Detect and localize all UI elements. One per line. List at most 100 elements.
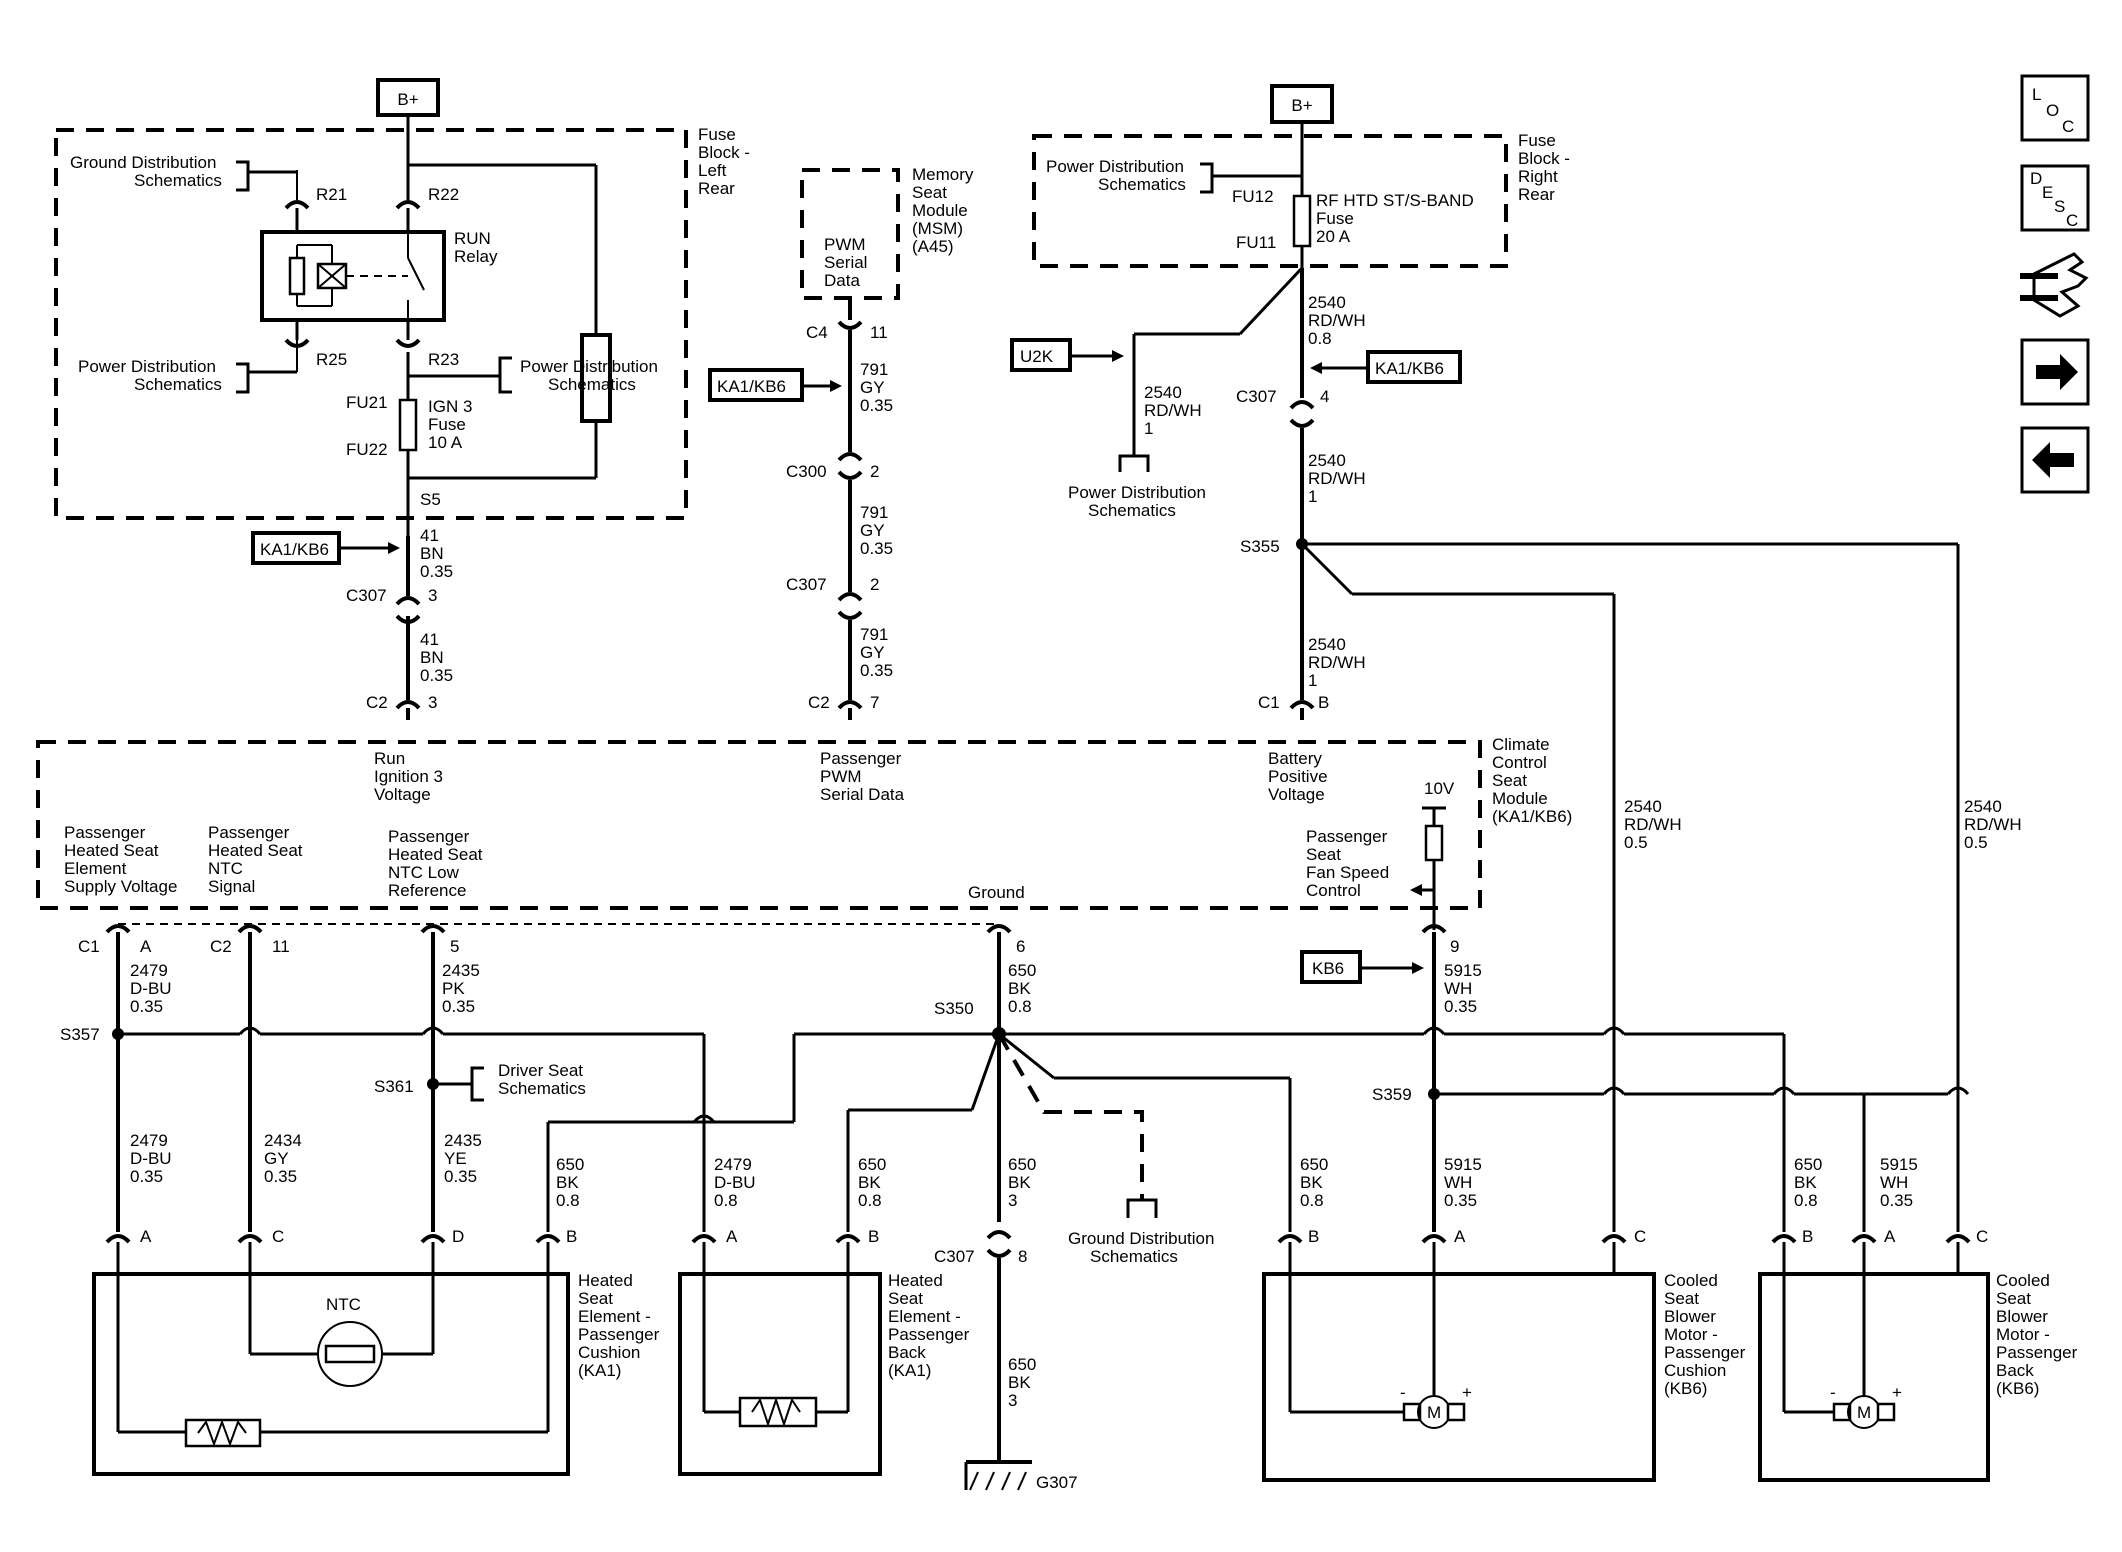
wire-2540-rdwh: U2K 2540 RD/WH 1 Power Distribution Sche… (1010, 266, 2022, 1232)
svg-text:BK: BK (1008, 1173, 1031, 1192)
svg-text:Module: Module (1492, 789, 1548, 808)
svg-text:3: 3 (428, 586, 437, 605)
svg-text:C2: C2 (366, 693, 388, 712)
svg-text:RD/WH: RD/WH (1624, 815, 1682, 834)
svg-text:2435: 2435 (444, 1131, 482, 1150)
svg-text:0.35: 0.35 (420, 562, 453, 581)
svg-text:C307: C307 (934, 1247, 975, 1266)
svg-text:2540: 2540 (1624, 797, 1662, 816)
svg-text:11: 11 (272, 937, 290, 956)
svg-text:Back: Back (888, 1343, 926, 1362)
svg-text:Schematics: Schematics (1098, 175, 1186, 194)
prev-page-button[interactable] (2020, 426, 2090, 494)
svg-text:Ignition 3: Ignition 3 (374, 767, 443, 786)
svg-text:KA1/KB6: KA1/KB6 (1375, 359, 1444, 378)
svg-text:Right: Right (1518, 167, 1558, 186)
svg-text:M: M (1857, 1403, 1871, 1422)
svg-text:2435: 2435 (442, 961, 480, 980)
svg-text:Schematics: Schematics (1090, 1247, 1178, 1266)
svg-text:2: 2 (870, 575, 879, 594)
next-page-button[interactable] (2020, 338, 2090, 406)
svg-text:PWM: PWM (820, 767, 862, 786)
svg-text:650: 650 (1794, 1155, 1822, 1174)
svg-text:Heated Seat: Heated Seat (208, 841, 303, 860)
svg-text:Heated Seat: Heated Seat (64, 841, 159, 860)
svg-text:0.35: 0.35 (1880, 1191, 1913, 1210)
svg-text:B: B (1318, 693, 1329, 712)
bplus-box-right: B+ (1270, 84, 1334, 124)
svg-text:-: - (1400, 1383, 1406, 1402)
svg-text:Cushion: Cushion (578, 1343, 640, 1362)
svg-text:RD/WH: RD/WH (1144, 401, 1202, 420)
svg-text:Run: Run (374, 749, 405, 768)
svg-text:0.8: 0.8 (1794, 1191, 1818, 1210)
svg-text:Rear: Rear (698, 179, 735, 198)
svg-text:Seat: Seat (1306, 845, 1341, 864)
svg-text:Block -: Block - (698, 143, 750, 162)
desc-button[interactable]: D E S C (2020, 164, 2090, 232)
memory-seat-module: Memory Seat Module (MSM) (A45) PWM Seria… (708, 165, 974, 720)
svg-text:C: C (2062, 117, 2074, 136)
svg-text:E: E (2042, 183, 2053, 202)
svg-text:6: 6 (1016, 937, 1025, 956)
svg-text:D: D (2030, 169, 2042, 188)
svg-text:0.8: 0.8 (556, 1191, 580, 1210)
svg-text:C: C (1976, 1227, 1988, 1246)
svg-text:GY: GY (860, 521, 885, 540)
svg-text:8: 8 (1018, 1247, 1027, 1266)
svg-text:D-BU: D-BU (130, 979, 172, 998)
svg-text:5: 5 (450, 937, 459, 956)
svg-text:0.35: 0.35 (420, 666, 453, 685)
svg-text:0.35: 0.35 (860, 396, 893, 415)
svg-text:(A45): (A45) (912, 237, 954, 256)
svg-text:KA1/KB6: KA1/KB6 (260, 540, 329, 559)
svg-text:2479: 2479 (714, 1155, 752, 1174)
svg-text:Ground Distribution: Ground Distribution (70, 153, 216, 172)
svg-text:BN: BN (420, 648, 444, 667)
svg-text:FU22: FU22 (346, 440, 388, 459)
svg-text:791: 791 (860, 503, 888, 522)
svg-text:Passenger: Passenger (388, 827, 470, 846)
svg-text:NTC Low: NTC Low (388, 863, 460, 882)
svg-text:U2K: U2K (1020, 347, 1054, 366)
connector-view-icon[interactable] (2020, 252, 2089, 318)
svg-text:S350: S350 (934, 999, 974, 1018)
svg-text:2540: 2540 (1964, 797, 2002, 816)
svg-text:BK: BK (1008, 1373, 1031, 1392)
svg-text:RUN: RUN (454, 229, 491, 248)
svg-text:1: 1 (1144, 419, 1153, 438)
heated-seat-cushion: NTC Heated Seat Element - Passenger Cush… (92, 1242, 660, 1476)
svg-text:650: 650 (1008, 1155, 1036, 1174)
svg-text:(KB6): (KB6) (1664, 1379, 1707, 1398)
svg-text:C: C (2066, 211, 2078, 230)
svg-text:Fuse: Fuse (1316, 209, 1354, 228)
svg-text:Heated: Heated (578, 1271, 633, 1290)
svg-text:BK: BK (1794, 1173, 1817, 1192)
svg-text:41: 41 (420, 526, 439, 545)
svg-text:(KB6): (KB6) (1996, 1379, 2039, 1398)
loc-button[interactable]: L O C (2020, 74, 2090, 142)
svg-text:Back: Back (1996, 1361, 2034, 1380)
svg-text:Memory: Memory (912, 165, 974, 184)
svg-text:B: B (868, 1227, 879, 1246)
svg-text:650: 650 (1008, 1355, 1036, 1374)
svg-text:0.35: 0.35 (442, 997, 475, 1016)
svg-text:NTC: NTC (326, 1295, 361, 1314)
svg-text:S5: S5 (420, 490, 441, 509)
svg-text:R25: R25 (316, 350, 347, 369)
svg-text:Passenger: Passenger (1996, 1343, 2078, 1362)
svg-text:0.35: 0.35 (264, 1167, 297, 1186)
svg-text:0.5: 0.5 (1624, 833, 1648, 852)
svg-text:Passenger: Passenger (1664, 1343, 1746, 1362)
svg-text:+: + (1892, 1383, 1902, 1402)
svg-text:Passenger: Passenger (578, 1325, 660, 1344)
svg-text:Passenger: Passenger (208, 823, 290, 842)
svg-text:Voltage: Voltage (374, 785, 431, 804)
svg-text:Reference: Reference (388, 881, 466, 900)
svg-text:3: 3 (1008, 1391, 1017, 1410)
svg-text:Motor -: Motor - (1664, 1325, 1718, 1344)
svg-text:Ground: Ground (968, 883, 1025, 902)
fuse-block-left: Fuse Block - Left Rear (54, 115, 750, 536)
svg-text:650: 650 (556, 1155, 584, 1174)
svg-text:C4: C4 (806, 323, 828, 342)
